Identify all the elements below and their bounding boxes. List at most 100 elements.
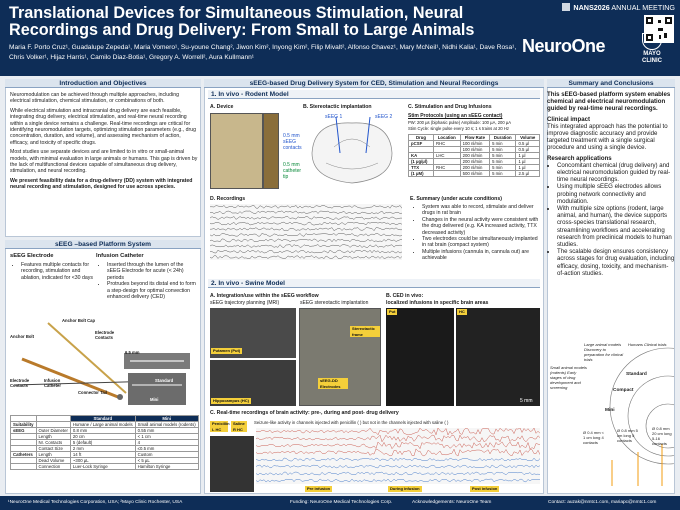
meeting-banner: NANS2026 ANNUAL MEETING (545, 3, 675, 13)
hc-label: HC (457, 309, 467, 315)
conclusions-body: This sEEG-based platform system enables … (547, 91, 675, 277)
summary-title: E. Summary (under acute conditions) (410, 196, 502, 202)
middle-heading: sEEG-based Drug Delivery System for CED,… (204, 79, 544, 88)
humans-text: Humans Clinical trials (628, 342, 667, 347)
large-models-text: Large animal models Discovery to prepara… (584, 342, 624, 362)
poster-title: Translational Devices for Simultaneous S… (9, 4, 475, 39)
neuroone-logo: NeuroOne (522, 36, 606, 56)
implantation-photo (299, 308, 381, 406)
meeting-name: NANS2026 (573, 3, 610, 12)
device-label-tip: 0.5 mm catheter tip (283, 162, 302, 180)
ced-title: B. CED in vivo: (386, 293, 424, 299)
ced-image-put (386, 308, 454, 406)
anchor-bolt-label: Anchor Bolt (10, 334, 34, 339)
list-item: With multiple size options (rodent, larg… (557, 205, 675, 248)
affiliations: ¹NeuroOne Medical Technologies Corporati… (8, 500, 183, 505)
seeg-dd-label: sEEG-DD Electrodes (318, 378, 348, 389)
signal-trace (256, 457, 540, 462)
connector-tail-label: Connector Tail (78, 390, 108, 395)
signal-trace (210, 244, 402, 248)
table-header: Duration (489, 134, 517, 141)
signal-trace (256, 448, 540, 457)
intro-p2: While electrical stimulation and intracr… (10, 107, 196, 146)
poster-footer: ¹NeuroOne Medical Technologies Corporati… (0, 496, 680, 510)
rodent-summary-list: System was able to record, stimulate and… (415, 204, 539, 262)
scale-label-5mm: 5 mm (520, 398, 533, 404)
ced-subtitle: localized infusions in specific brain ar… (386, 300, 489, 306)
recordings-title: D. Recordings (210, 196, 246, 202)
table-cell: Catheters (10, 451, 37, 458)
stereotactic-frame-label: Stereotactic frame (350, 326, 380, 337)
signal-trace (210, 233, 402, 237)
table-cell: Connection (35, 463, 71, 470)
drug-table: Drug Location Flow Rate Duration Volume … (408, 134, 540, 177)
scale-label: 6.5 mm (125, 350, 140, 355)
list-item: Inserted through the lumen of the sEEG E… (107, 262, 198, 281)
clinical-title: Clinical impact (547, 115, 591, 123)
table-cell: Luer-Lock Syringe (69, 463, 136, 470)
clinical-text: This integrated approach has the potenti… (547, 122, 668, 152)
stim-line-2: Stim Cycle: single pulse every 10 s; 1 s… (408, 126, 510, 131)
table-cell (432, 170, 461, 177)
intro-panel (5, 79, 201, 237)
during-infusion-label: During infusion (388, 486, 422, 492)
summary-lead: This sEEG-based platform system enables … (547, 91, 671, 113)
acknowledgements: Acknowledgements: NeuroOne Team (412, 500, 492, 505)
intro-heading: Introduction and Objectives (5, 79, 201, 88)
mini-spec: Ø 0.4 mm < 1 cm long 4 contacts (583, 430, 605, 445)
pre-infusion-label: Pre infusion (305, 486, 333, 492)
list-item: Protrudes beyond its distal end to form … (107, 281, 198, 300)
signal-trace (210, 255, 402, 259)
table-cell: Hamilton Syringe (134, 463, 199, 470)
signal-trace (210, 249, 402, 254)
signal-trace (256, 441, 540, 450)
standard-ring-label: Standard (626, 372, 647, 377)
intro-p1: Neuromodulation can be achieved through … (10, 92, 179, 105)
rat-brain-diagram (311, 116, 393, 184)
compact-ring-label: Compact (613, 388, 634, 393)
signal-trace (256, 428, 540, 436)
funding: Funding: NeuroOne Medical Technologies C… (290, 500, 393, 505)
workflow-title: A. Integration/use within the sEEG workf… (210, 293, 319, 299)
hippocampus-label: Hippocampus (HC) (211, 398, 251, 404)
electrode-list: Features multiple contacts for recording… (14, 262, 94, 281)
table-cell: Small animal models (rodents) (134, 421, 199, 428)
conclusions-heading: Summary and Conclusions (547, 79, 675, 88)
table-cell (10, 463, 37, 470)
realtime-traces (256, 428, 540, 484)
signal-trace (256, 434, 540, 443)
seeg1-label: sEEG 1 (325, 114, 343, 120)
ced-image-hc (456, 308, 540, 406)
contact: Contact: auzak@nmtc1.com, mariapc@nmtc1.… (548, 500, 657, 505)
device-photo (210, 113, 263, 189)
list-item: System was able to record, stimulate and… (422, 204, 539, 217)
catheter-title: Infusion Catheter (96, 253, 144, 259)
meeting-logo-icon (562, 3, 571, 11)
list-item: The scalable design ensures consistency … (557, 248, 675, 277)
penicillin-label: Penicillin L HC (210, 421, 230, 432)
anchor-cap-label: Anchor Bolt Cap (62, 318, 96, 323)
small-models-text: Small animal models (rodents) Early stag… (550, 365, 587, 390)
standard-label: Standard (155, 378, 174, 383)
intro-p3: Most studies use separate devices and ar… (10, 149, 198, 175)
mini-label: Mini (150, 397, 159, 402)
stim-protocols: Stim Protocols (using an sEEG contact) (408, 113, 503, 119)
stereo-fig-title: B. Stereotactic implantation (303, 104, 372, 110)
seizure-note: Seizure-like activity in channels inject… (254, 420, 449, 425)
list-item: Using multiple sEEG electrodes allows pr… (557, 183, 675, 205)
intro-p4: We present feasibility data for a drug-d… (10, 177, 193, 191)
author-list: Maria F. Porto Cruz¹, Guadalupe Zepeda¹,… (9, 44, 517, 61)
swine-heading: 2. In vivo - Swine Model (208, 279, 540, 288)
table-cell: 2.5 µl (515, 170, 540, 177)
device-illustration (13, 322, 190, 405)
mini-ring-label: Mini (605, 408, 615, 413)
table-cell: Humane / Large animal models (69, 421, 136, 428)
brain-scan-thumb (210, 436, 254, 492)
mayo-line2: CLINIC (642, 58, 662, 64)
table-cell: 500 nl/min (459, 170, 491, 177)
